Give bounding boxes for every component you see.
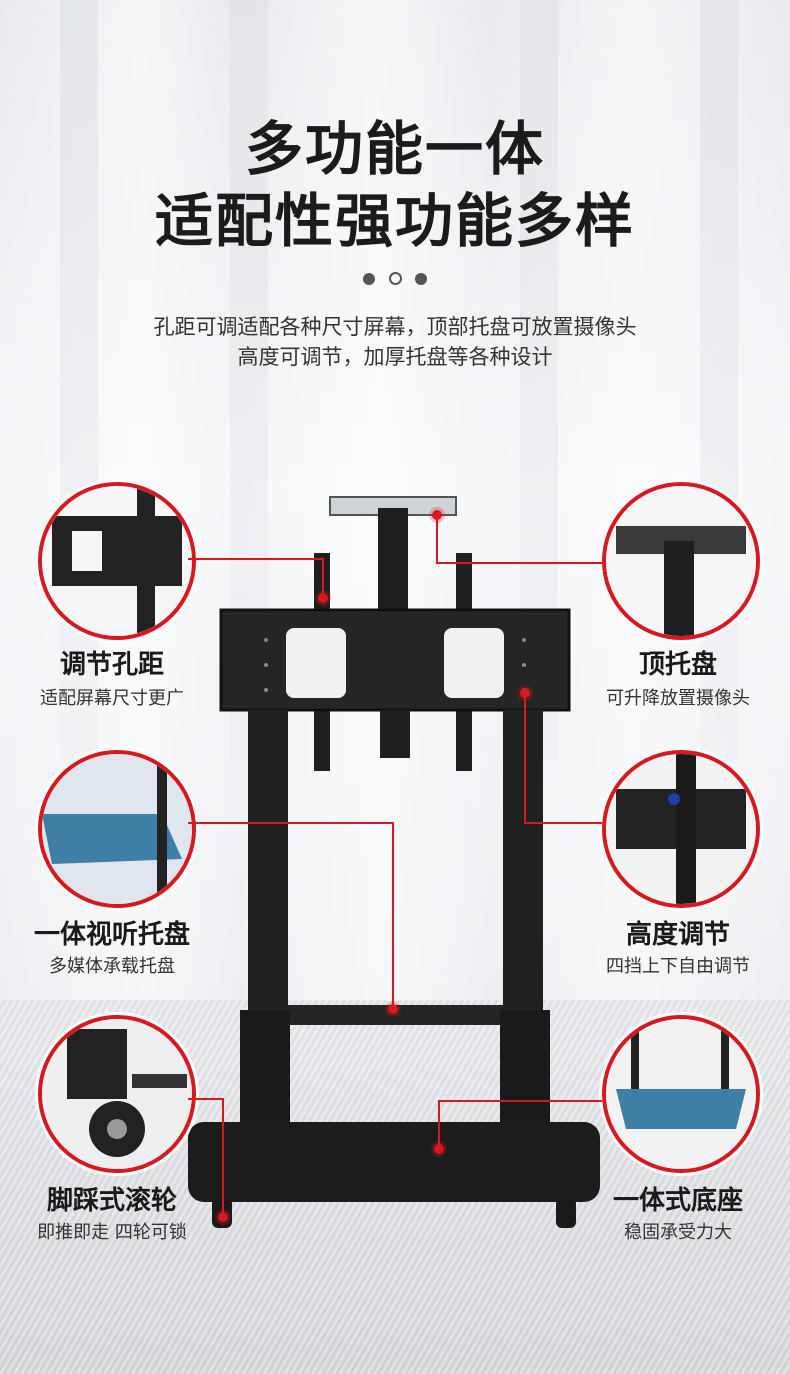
callout-hole-spacing [38, 482, 196, 640]
top-tray-post [378, 508, 408, 618]
panel-cutout-left [286, 628, 346, 698]
callout-casters [38, 1015, 196, 1173]
connector-line [222, 1098, 224, 1216]
caster-right [556, 1198, 576, 1228]
connector-line [436, 562, 602, 564]
panel-cutout-right [444, 628, 504, 698]
connector-line [322, 558, 324, 598]
feature-subtitle: 即推即走 四轮可锁 [37, 1222, 187, 1243]
hotspot-pin [388, 1004, 398, 1014]
hotspot-pin [432, 510, 442, 520]
dot-open-icon [388, 272, 402, 285]
dot-icon [414, 272, 427, 285]
hotspot-pin [318, 593, 328, 603]
mounting-panel [219, 608, 571, 712]
connector-line [188, 1098, 224, 1100]
hotspot-pin [434, 1144, 444, 1154]
connector-line [438, 1100, 602, 1102]
feature-title: 一体视听托盘 [33, 920, 190, 950]
hotspot-pin [218, 1212, 228, 1222]
feature-title: 调节孔距 [59, 650, 164, 680]
feature-title: 高度调节 [625, 920, 730, 950]
base-closeup-icon [606, 1019, 756, 1169]
feature-title: 一体式底座 [612, 1186, 743, 1216]
callout-height [602, 750, 760, 908]
callout-av-shelf [38, 750, 196, 908]
connector-line [524, 692, 526, 822]
feature-subtitle: 可升降放置摄像头 [606, 688, 750, 709]
base-plate [188, 1122, 600, 1202]
description-line2: 高度可调节，加厚托盘等各种设计 [237, 345, 553, 369]
callout-base [602, 1015, 760, 1173]
dot-icon [363, 272, 376, 285]
connector-line [392, 822, 394, 1008]
connector-line [438, 1100, 440, 1148]
feature-subtitle: 四挡上下自由调节 [606, 956, 750, 977]
feature-subtitle: 多媒体承载托盘 [49, 956, 175, 977]
feature-subtitle: 稳固承受力大 [624, 1222, 732, 1243]
blue-shelf-closeup-icon [42, 754, 192, 904]
caster-closeup-icon [42, 1019, 192, 1169]
feature-subtitle: 适配屏幕尺寸更广 [40, 688, 184, 709]
feature-title: 顶托盘 [638, 650, 717, 680]
height-closeup-icon [606, 754, 756, 904]
av-shelf [288, 1005, 503, 1025]
page-title-line2: 适配性强功能多样 [154, 187, 635, 255]
center-bracket [380, 710, 410, 758]
connector-line [436, 514, 438, 564]
top-tray-closeup-icon [606, 486, 756, 636]
callout-top-tray [602, 482, 760, 640]
feature-title: 脚踩式滚轮 [46, 1186, 177, 1216]
page-title-line1: 多功能一体 [244, 115, 545, 183]
hotspot-pin [520, 688, 530, 698]
connector-line [188, 558, 324, 560]
description-line1: 孔距可调适配各种尺寸屏幕，顶部托盘可放置摄像头 [153, 315, 637, 339]
connector-line [188, 822, 394, 824]
pagination-dots [0, 268, 790, 287]
bracket-closeup-icon [42, 486, 192, 636]
connector-line [524, 822, 602, 824]
